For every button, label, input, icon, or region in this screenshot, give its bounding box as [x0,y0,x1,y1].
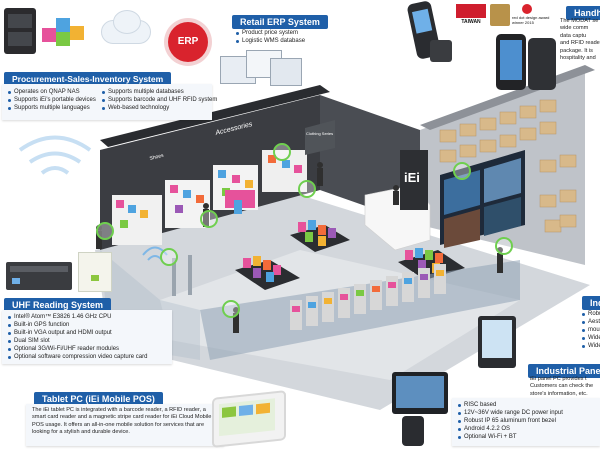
list-item: Optional software compression video capt… [8,353,147,361]
list-item: Wide [582,342,600,350]
rugged-phone-back [528,38,556,90]
display-table-2 [235,256,300,290]
list-item: Intel® Atom™ E3826 1.46 GHz CPU [8,313,147,321]
list-item: Optional 3G/Wi-Fi/UHF reader modules [8,345,147,353]
erp-monitors [220,48,302,88]
hotspot-ring[interactable] [222,300,240,318]
list-item: Supports barcode and UHF RFID system [102,96,217,104]
store-sign-clothing: Clothing Series [306,131,333,136]
list-item: Wide [582,334,600,342]
list-item: Robust IP 65 aluminum front bezel [458,417,563,425]
panel-pc-tablet [478,316,516,368]
list-item: Supports iEi's portable devices [8,96,96,104]
cloud-icon [95,6,155,44]
industrial-panel-title: Industrial Pane [528,364,600,378]
list-item: Product price system [236,29,305,37]
industrial-panel-list: RISC based 12V~36V wide range DC power i… [458,401,563,441]
industrial-panel-box: RISC based 12V~36V wide range DC power i… [452,398,600,446]
hotspot-ring[interactable] [453,162,471,180]
handheld-description: The MODAT se wide comm data captu and RF… [560,18,600,62]
handheld-title: Handhe [566,6,600,20]
panel-pc-monitor [392,372,448,414]
uhf-antenna [78,252,112,292]
list-item: Android 4.2.2 OS [458,425,563,433]
handheld-dock [430,40,452,62]
award-reddot-year: winner 2015 [512,20,534,25]
award-emblem-icon [490,4,510,26]
brand-pillar-logo: iEi [404,170,420,185]
tablet-panel: The iEi tablet PC is integrated with a b… [26,404,224,446]
inventory-cubes-icon [42,18,86,52]
psi-panel: Operates on QNAP NAS Supports iEi's port… [2,84,217,120]
rfid-entry-gate [172,255,192,296]
list-item: Dual SIM slot [8,337,147,345]
psi-title: Procurement-Sales-Inventory System [4,72,172,86]
list-item: Logistic WMS database [236,37,305,45]
tablet-title: Tablet PC (iEi Mobile POS) [34,392,163,406]
brand-pillar [400,150,428,210]
psi-list-right: Supports multiple databases Supports bar… [102,88,217,112]
dark-sign [305,120,335,155]
list-item: Built-in VGA output and HDMI output [8,329,147,337]
psi-list-left: Operates on QNAP NAS Supports iEi's port… [8,88,96,112]
indu-title: Indu [582,296,600,310]
list-item: Operates on QNAP NAS [8,88,96,96]
retail-erp-title: Retail ERP System [232,15,328,29]
list-item: Aesthe [582,318,600,326]
award-reddot-label: red dot design award [512,15,550,20]
hotspot-ring[interactable] [298,180,316,198]
hotspot-ring[interactable] [273,143,291,161]
tablet-pc [212,390,286,448]
uhf-panel: Intel® Atom™ E3826 1.46 GHz CPU Built-in… [2,310,172,364]
list-item: Built-in GPS function [8,321,147,329]
hotspot-ring[interactable] [495,237,513,255]
barcode-scanner [402,416,424,446]
list-item: Robust [582,310,600,318]
erp-globe-icon: ERP [168,22,208,62]
list-item: Supports multiple languages [8,104,96,112]
warehouse-boxes [439,99,577,233]
list-item: Web-based technology [102,104,217,112]
front-shelves [290,264,446,330]
store-sign-shoes: Shoes [149,153,165,162]
back-wall-top [100,85,330,147]
rugged-phone [496,34,526,90]
hotspot-ring[interactable] [160,248,178,266]
uhf-reader-box [6,262,72,290]
list-item: 12V~36V wide range DC power input [458,409,563,417]
industrial-panel-intro: iEi panel PC provides t Customers can ch… [530,376,594,397]
hotspot-ring[interactable] [200,210,218,228]
list-item: Supports multiple databases [102,88,217,96]
award-reddot: red dot design award winner 2015 [512,4,549,26]
tablet-description: The iEi tablet PC is integrated with a b… [32,407,212,436]
award-taiwan-label: TAIWAN [461,19,481,25]
clothing-rack [225,190,255,214]
uhf-title: UHF Reading System [4,298,112,312]
uhf-list: Intel® Atom™ E3826 1.46 GHz CPU Built-in… [8,313,147,361]
list-item: Optional Wi-Fi + BT [458,433,563,441]
hotspot-ring[interactable] [96,222,114,240]
retail-erp-list: Product price system Logistic WMS databa… [236,29,305,45]
award-taiwan: TAIWAN [456,4,486,30]
list-item: mount [582,326,600,334]
wifi-signal-icon [18,135,92,175]
indu-list: Robust Aesthe mount Wide Wide [582,310,600,350]
nas-server [4,8,36,54]
list-item: RISC based [458,401,563,409]
display-table-1 [290,220,350,252]
